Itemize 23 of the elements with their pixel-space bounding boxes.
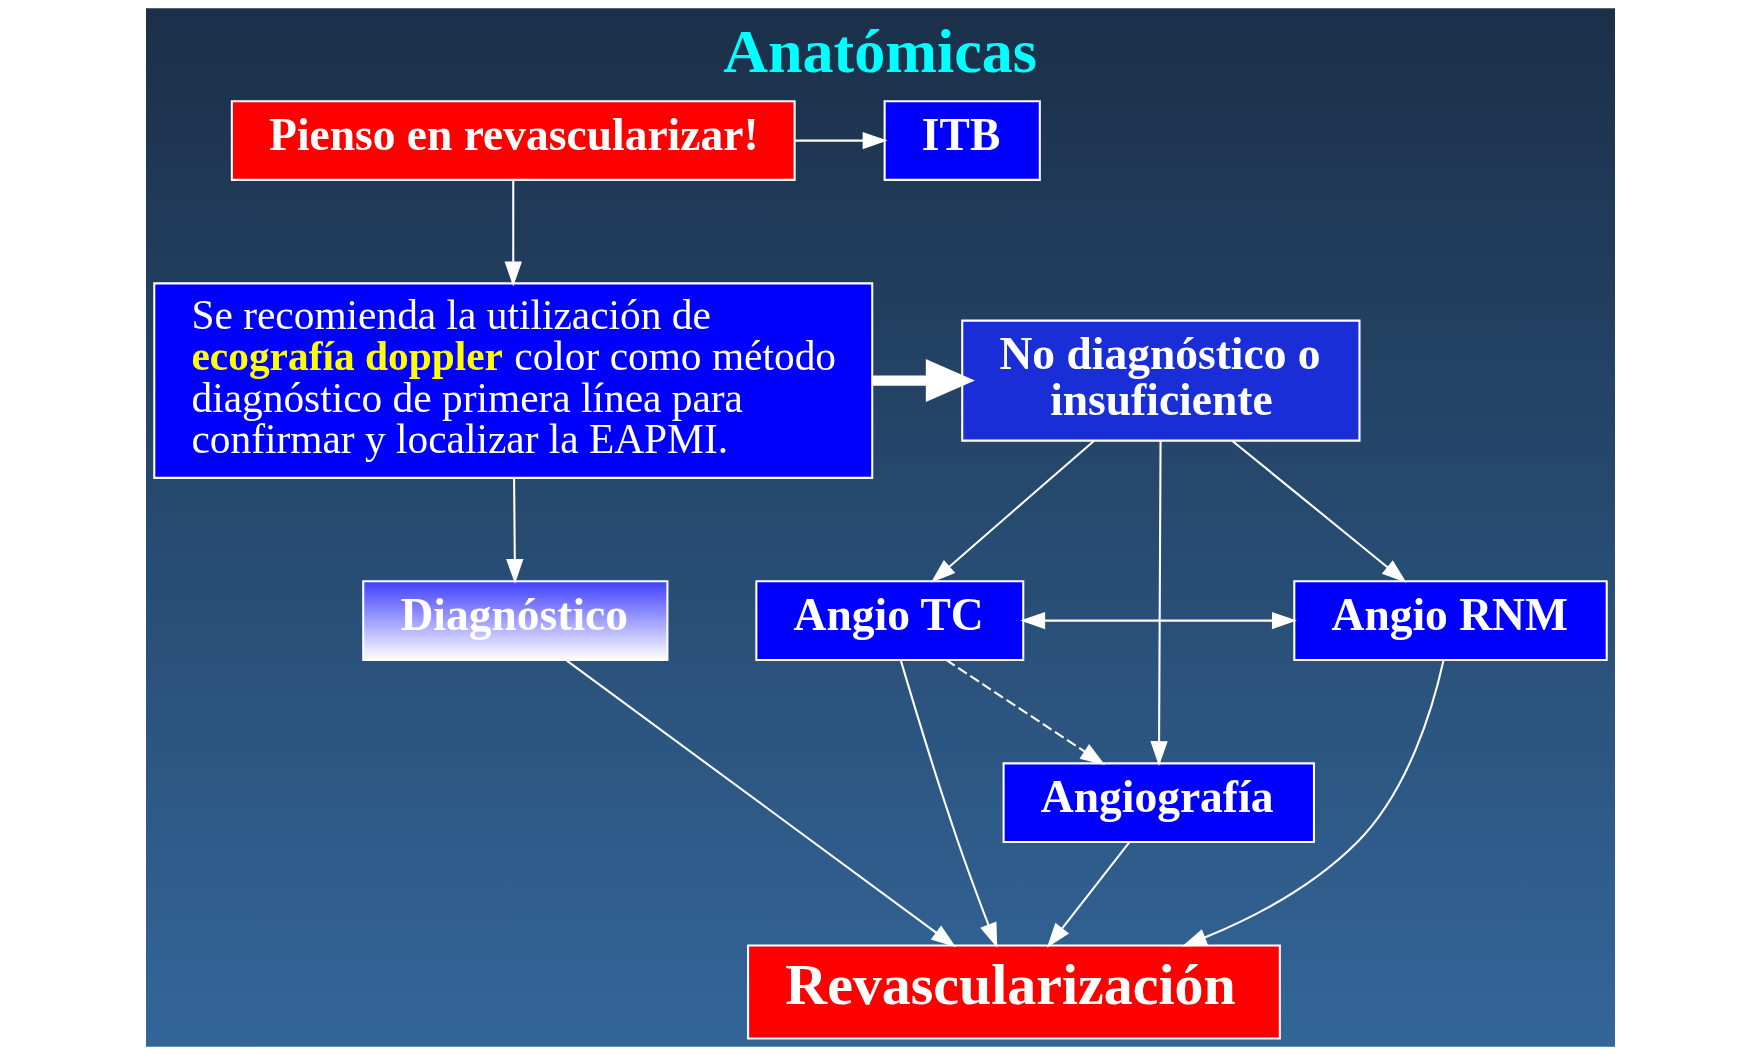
arrow — [504, 180, 522, 287]
node-box: Angiografía — [1002, 762, 1315, 844]
node-box: Se recomienda la utilización de ecografía doppler color como método diagnóstico de primera línea para confirmar y localizar la EAPMI. — [152, 282, 873, 479]
arrow — [1019, 611, 1297, 630]
arrow — [1046, 841, 1130, 948]
arrow — [565, 659, 956, 948]
arrow — [794, 131, 887, 150]
node-box: Diagnóstico — [361, 580, 668, 661]
node-box: Angio RNM — [1292, 580, 1608, 661]
arrow — [871, 359, 975, 403]
arrow — [1231, 440, 1407, 583]
arrow — [930, 440, 1095, 583]
arrow — [1149, 440, 1168, 766]
node-box: Pienso en revascularizar! — [230, 100, 796, 181]
arrow — [1181, 659, 1445, 947]
node-box: ITB — [883, 100, 1041, 181]
arrow — [945, 659, 1105, 766]
diagram-title: Anatómicas — [722, 17, 1037, 86]
node-box: Angio TC — [754, 580, 1024, 661]
node-box: Revascularización — [746, 944, 1281, 1040]
arrow — [505, 477, 523, 584]
arrow — [899, 659, 997, 948]
node-box: No diagnóstico o insuficiente — [960, 319, 1360, 442]
